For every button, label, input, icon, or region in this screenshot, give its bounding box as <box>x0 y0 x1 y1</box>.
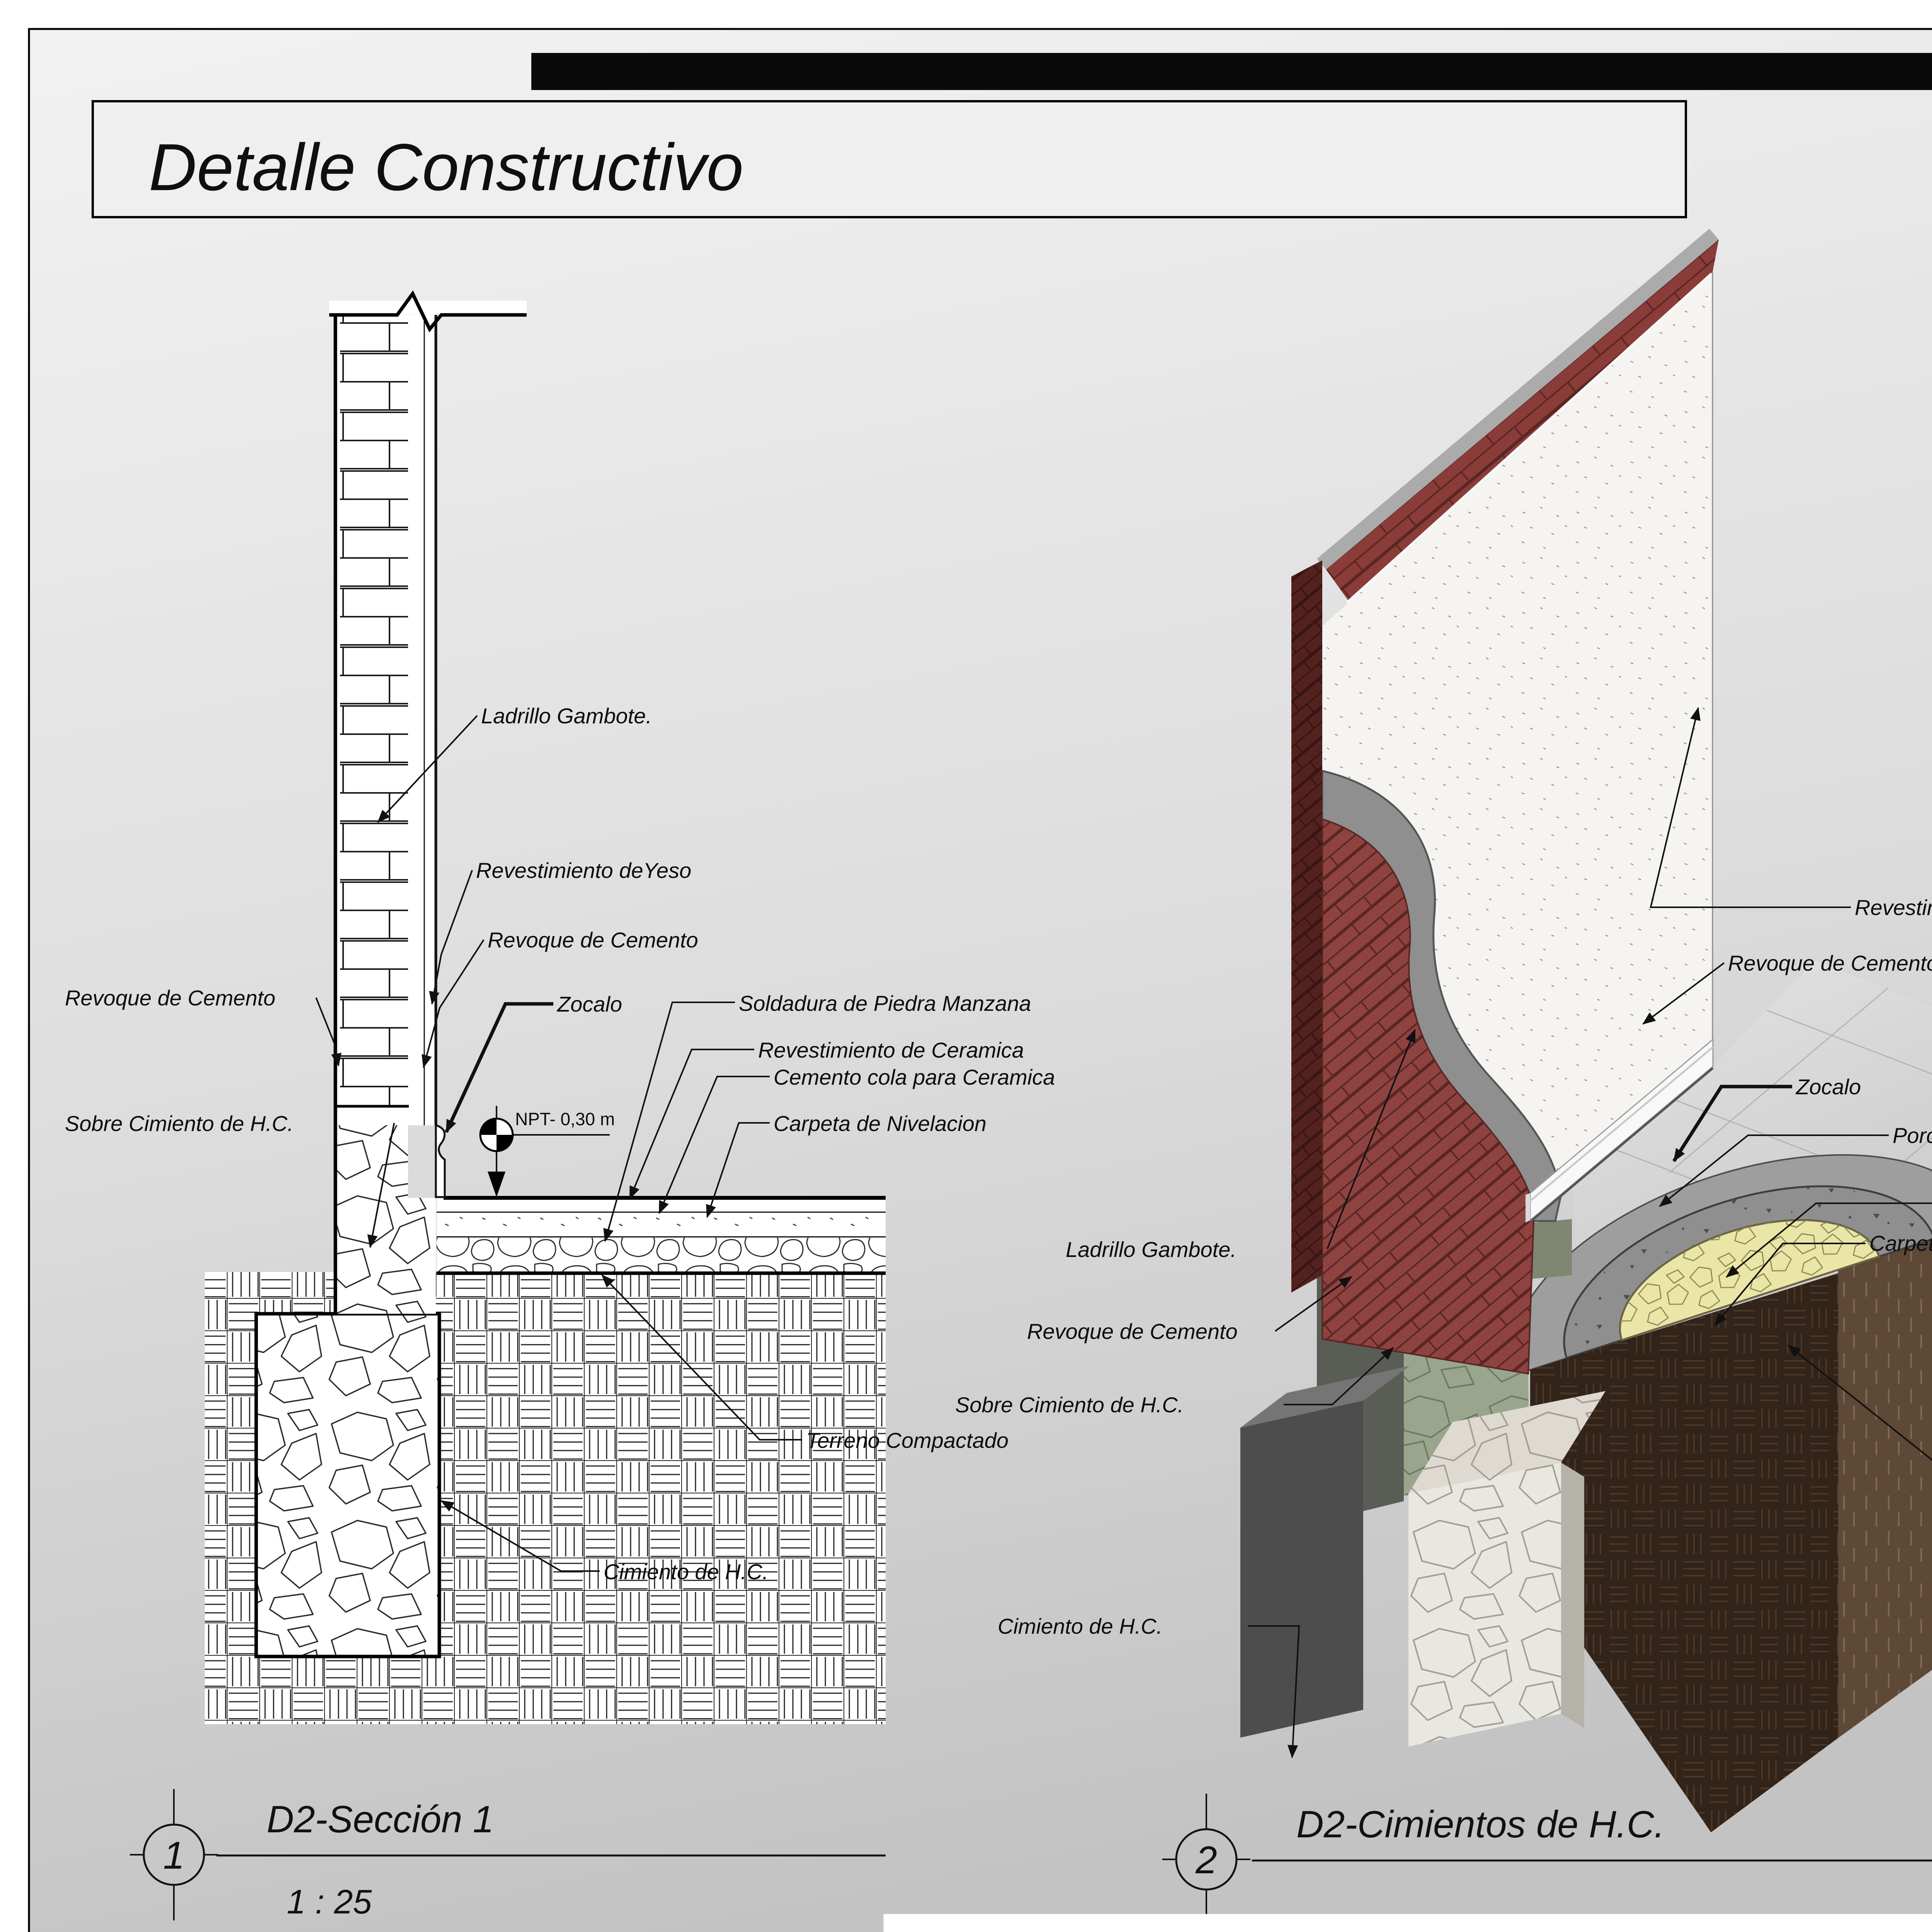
page-title: Detalle Constructivo <box>149 130 743 204</box>
title-block: Detalle Constructivo <box>93 101 1686 217</box>
iso-label-0: Revestimiento deYeso <box>1855 895 1932 920</box>
section-label-10: Carpeta de Nivelacion <box>774 1111 986 1136</box>
section-label-1: Revestimiento deYeso <box>476 858 691 883</box>
ladrillo-2d <box>340 315 408 1106</box>
section-label-12: Cimiento de H.C. <box>604 1560 768 1584</box>
iso-label-2: Zocalo <box>1795 1075 1861 1099</box>
iso-label-6: Ladrillo Gambote. <box>1066 1237 1236 1262</box>
iso-label-1: Revoque de Cemento <box>1728 951 1932 975</box>
detail-1-title: D2-Sección 1 <box>267 1798 494 1840</box>
detail-2-title: D2-Cimientos de H.C. <box>1296 1803 1665 1845</box>
section-label-0: Ladrillo Gambote. <box>481 704 652 728</box>
iso-label-7: Revoque de Cemento <box>1027 1319 1238 1344</box>
section-label-9: Cemento cola para Ceramica <box>774 1065 1055 1089</box>
section-label-5: Sobre Cimiento de H.C. <box>65 1111 293 1136</box>
section-label-2: Revoque de Cemento <box>488 928 698 952</box>
section-label-4: Revoque de Cemento <box>65 986 276 1010</box>
section-label-11: Terreno Compactado <box>806 1428 1009 1452</box>
detail-1-scale: 1 : 25 <box>287 1883 372 1921</box>
zocalo-2d <box>436 1125 445 1197</box>
iso-label-3: Porcelanato Branco <box>1893 1123 1932 1148</box>
section-label-7: Soldadura de Piedra Manzana <box>739 991 1031 1015</box>
detail-1-number: 1 <box>163 1834 185 1877</box>
section-label-8: Revestimiento de Ceramica <box>758 1038 1024 1062</box>
section-label-3: Zocalo <box>556 992 622 1016</box>
iso-label-5: Carpeta de Nivelacion <box>1869 1231 1932 1255</box>
detail-2-number: 2 <box>1195 1838 1217 1882</box>
section-label-6: NPT- 0,30 m <box>515 1109 615 1129</box>
iso-label-8: Sobre Cimiento de H.C. <box>955 1393 1184 1417</box>
cimiento-2d <box>256 1314 439 1656</box>
iso-label-9: Cimiento de H.C. <box>998 1614 1162 1638</box>
